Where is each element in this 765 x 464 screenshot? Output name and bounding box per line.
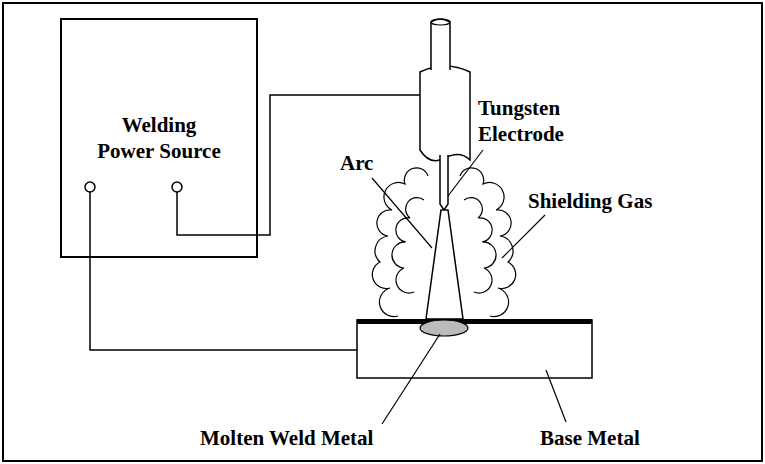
molten-weld-pool [420, 320, 468, 336]
shielding-gas [464, 198, 496, 293]
terminal [172, 182, 182, 192]
frame [3, 3, 762, 461]
part-label: Tungsten Electrode [478, 95, 578, 147]
terminal [85, 182, 95, 192]
wire [177, 95, 422, 235]
power-source-box: Welding Power Source [60, 18, 258, 258]
shielding-gas [392, 198, 424, 293]
base-metal-surface [357, 319, 592, 324]
tungsten-electrode [440, 155, 448, 210]
shielding-gas [460, 168, 516, 317]
part-label: Arc [340, 150, 373, 176]
torch-body [420, 66, 470, 161]
leader-line [372, 178, 432, 248]
leader-line [502, 215, 545, 258]
wire [90, 192, 357, 350]
part-label: Molten Weld Metal [200, 425, 373, 451]
part-label: Shielding Gas [528, 188, 652, 214]
node-text: Welding Power Source [94, 112, 224, 164]
arc [426, 210, 463, 319]
torch-handle-top [431, 19, 450, 25]
part-label: Base Metal [540, 425, 640, 451]
leader-line [546, 370, 566, 422]
shielding-gas [372, 168, 428, 317]
base-metal [357, 320, 592, 378]
torch-handle [431, 19, 450, 70]
leader-line [448, 150, 483, 196]
leader-line [382, 334, 440, 424]
